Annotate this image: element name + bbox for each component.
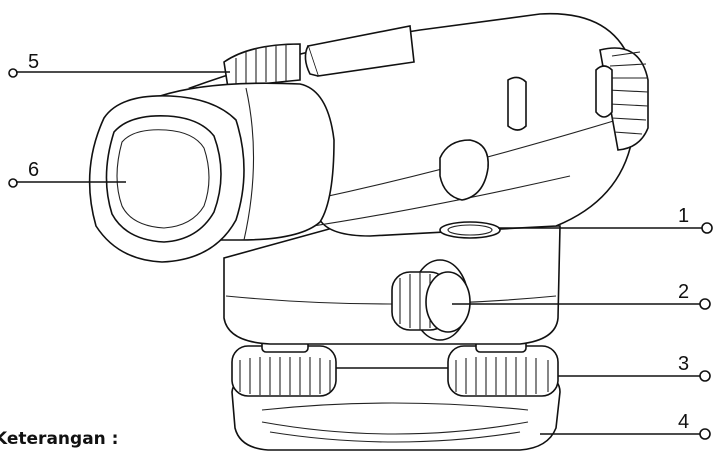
leader-end-4 <box>699 428 711 440</box>
leader-end-6 <box>8 178 18 188</box>
leader-end-1 <box>701 222 713 234</box>
callout-leaders <box>16 71 702 435</box>
optical-sight <box>304 25 415 77</box>
leader-end-3 <box>699 370 711 382</box>
callout-4: 4 <box>678 411 689 433</box>
top-knurled-knob <box>223 43 301 89</box>
leader-end-2 <box>699 298 711 310</box>
caption: Keterangan : <box>0 429 118 449</box>
tangent-screw <box>391 259 471 341</box>
circular-level-bubble <box>439 221 501 239</box>
callout-1: 1 <box>678 205 689 227</box>
callout-3: 3 <box>678 353 689 375</box>
callout-5: 5 <box>28 51 39 73</box>
callout-6: 6 <box>28 159 39 181</box>
focusing-knob <box>507 47 649 151</box>
leader-end-5 <box>8 68 18 78</box>
eyepiece-barrel <box>88 82 335 263</box>
leader-end-markers <box>8 68 713 440</box>
callout-2: 2 <box>678 281 689 303</box>
side-button <box>439 139 489 201</box>
